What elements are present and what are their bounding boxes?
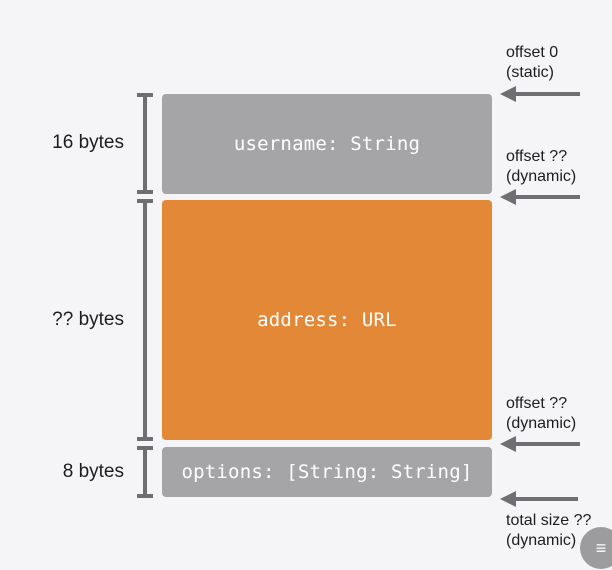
offset-label-third: offset ?? (dynamic) — [506, 394, 576, 434]
bracket-address — [137, 199, 153, 441]
offset-second-line1: offset ?? — [506, 148, 568, 165]
offset-second-line2: (dynamic) — [506, 168, 577, 185]
field-options-label: options: [String: String] — [181, 461, 473, 483]
offset-label-total: total size ?? (dynamic) — [506, 511, 591, 551]
field-address-label: address: URL — [257, 309, 397, 331]
field-address-box: address: URL — [162, 200, 492, 440]
field-username-box: username: String — [162, 94, 492, 194]
offset-total-line2: (dynamic) — [506, 532, 577, 549]
offset-label-second: offset ?? (dynamic) — [506, 147, 576, 187]
size-label-options: 8 bytes — [62, 461, 124, 482]
arrow-offset-second — [500, 189, 580, 205]
offset-label-first: offset 0 (static) — [506, 43, 558, 83]
offset-third-line2: (dynamic) — [506, 415, 577, 432]
offset-first-line2: (static) — [506, 64, 554, 81]
field-options-box: options: [String: String] — [162, 447, 492, 497]
offset-first-line1: offset 0 — [506, 44, 559, 61]
size-label-address: ?? bytes — [52, 309, 124, 330]
bracket-options — [137, 446, 153, 498]
offset-third-line1: offset ?? — [506, 395, 568, 412]
offset-total-line1: total size ?? — [506, 512, 592, 529]
arrow-offset-first — [500, 86, 580, 102]
arrow-offset-third — [500, 436, 580, 452]
size-label-username: 16 bytes — [52, 132, 124, 153]
menu-icon[interactable]: ≡ — [580, 527, 612, 569]
field-username-label: username: String — [233, 133, 421, 155]
arrow-offset-total — [500, 491, 578, 507]
bracket-username — [137, 93, 153, 194]
